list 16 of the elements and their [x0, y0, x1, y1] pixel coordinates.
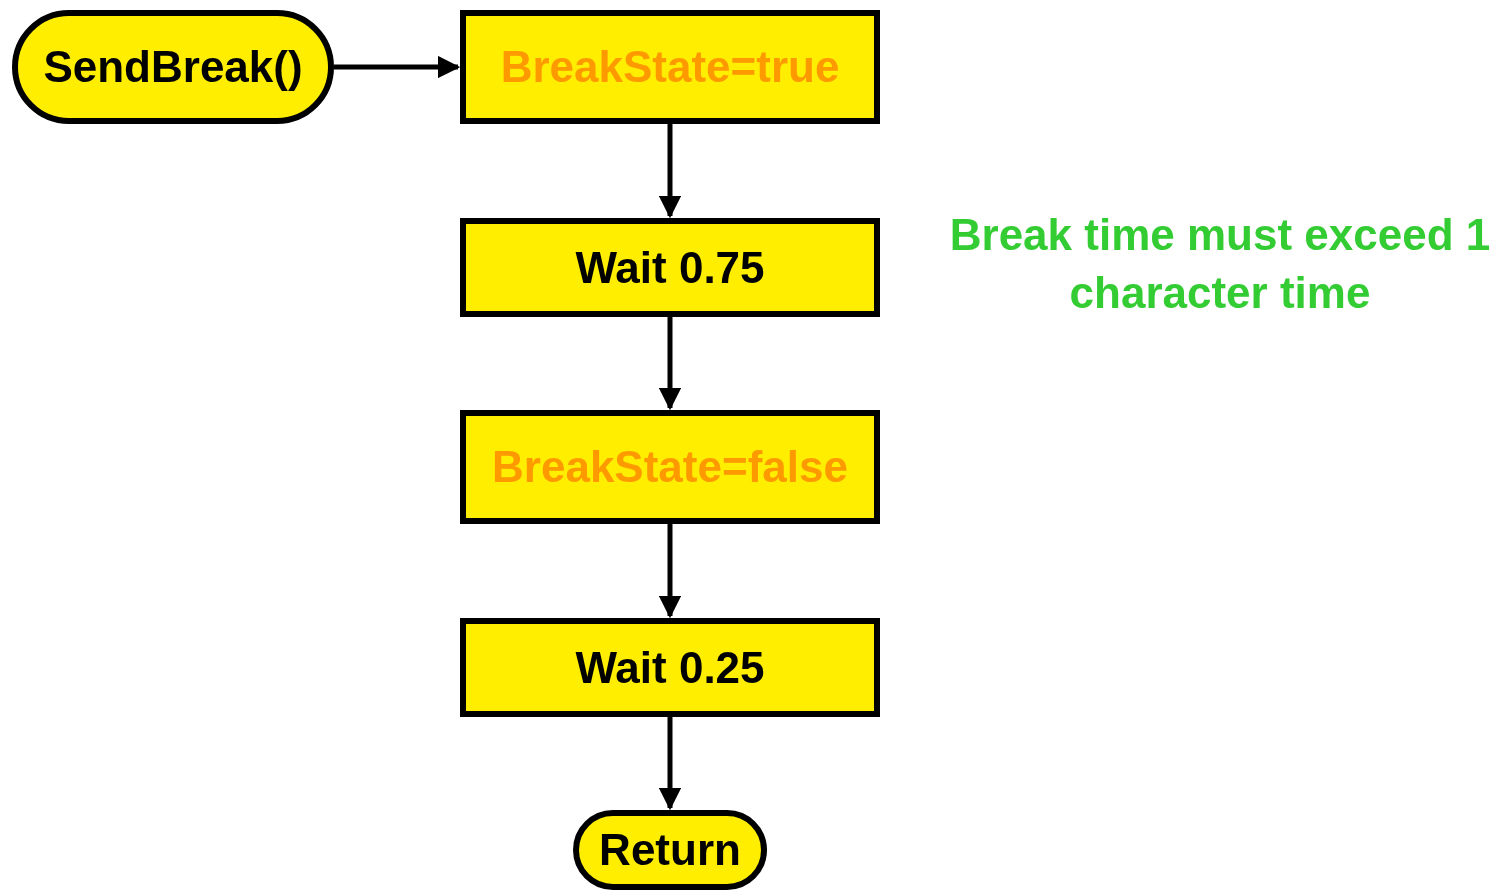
- arrow: [334, 55, 461, 79]
- process-box: [460, 410, 880, 524]
- arrow: [658, 717, 682, 811]
- node-label: Return: [599, 825, 741, 875]
- arrow: [658, 317, 682, 411]
- arrow: [658, 124, 682, 219]
- node-label: BreakState=false: [492, 442, 848, 492]
- process-box: [460, 10, 880, 124]
- process-box: [460, 618, 880, 717]
- node-label: SendBreak(): [43, 42, 303, 92]
- note-text: Break time must exceed 1 character time: [948, 209, 1492, 319]
- node-label: BreakState=true: [500, 42, 840, 92]
- process-box: [460, 218, 880, 317]
- node-label: Wait 0.75: [575, 242, 765, 293]
- node-label: Wait 0.25: [575, 642, 765, 693]
- arrow: [658, 524, 682, 619]
